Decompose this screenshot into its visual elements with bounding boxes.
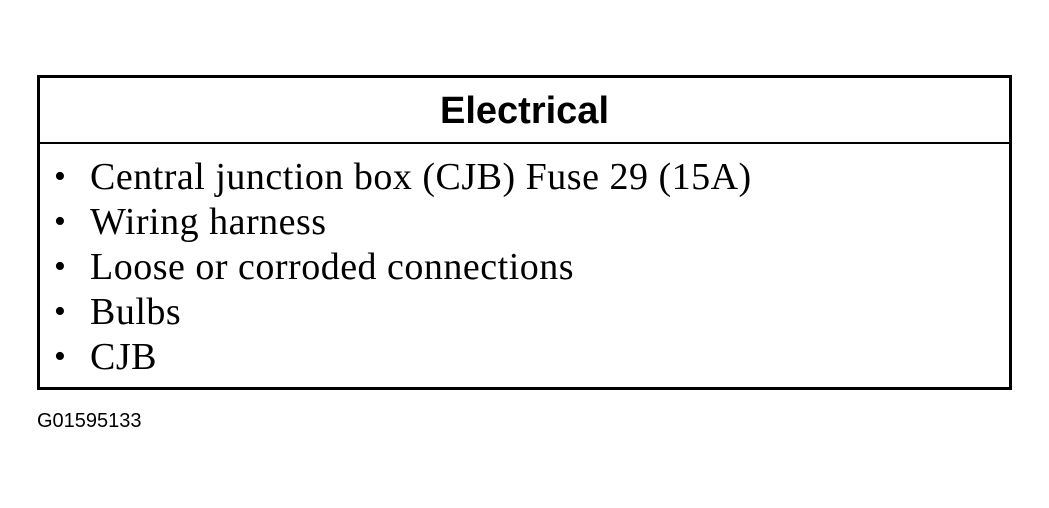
list-item: • Wiring harness: [54, 199, 1009, 244]
list-item-text: Loose or corroded connections: [90, 245, 575, 288]
list-item: • CJB: [54, 334, 1009, 379]
list-item-text: Central junction box (CJB) Fuse 29 (15A): [90, 155, 752, 198]
list-item: • Central junction box (CJB) Fuse 29 (15…: [54, 154, 1009, 199]
bullet-icon: •: [54, 292, 67, 330]
list-item-text: CJB: [90, 335, 157, 378]
figure-code: G01595133: [37, 410, 142, 432]
list-item: • Loose or corroded connections: [54, 244, 1009, 289]
bullet-icon: •: [54, 337, 67, 375]
list-item-text: Wiring harness: [90, 200, 327, 243]
panel-title: Electrical: [440, 89, 609, 132]
bullet-icon: •: [54, 247, 67, 285]
item-list: • Central junction box (CJB) Fuse 29 (15…: [40, 144, 1009, 379]
list-item-text: Bulbs: [90, 290, 182, 333]
bullet-icon: •: [54, 157, 67, 195]
list-item: • Bulbs: [54, 289, 1009, 334]
panel-header: Electrical: [40, 78, 1009, 144]
bullet-icon: •: [54, 202, 67, 240]
electrical-panel: Electrical • Central junction box (CJB) …: [37, 75, 1012, 390]
